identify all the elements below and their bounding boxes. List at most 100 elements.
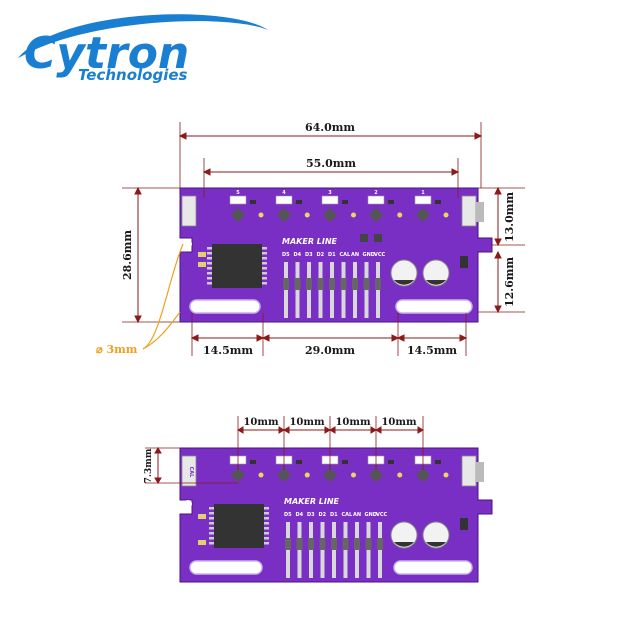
mount-slot-right xyxy=(395,299,473,314)
ic-pin xyxy=(262,252,267,255)
dim-slot-middle: 29.0mm xyxy=(305,344,355,357)
header-pin-base xyxy=(329,278,335,290)
smd-resistor xyxy=(342,200,348,204)
smd-resistor xyxy=(388,460,394,464)
header-pin-base xyxy=(283,278,289,290)
header-pin-base xyxy=(363,278,370,290)
ic-pin xyxy=(207,277,212,280)
smd-resistor xyxy=(435,460,441,464)
hole-callout xyxy=(142,243,184,350)
via-pad xyxy=(397,472,403,478)
ic-pin xyxy=(264,537,269,540)
capacitor-right xyxy=(422,521,450,549)
ir-sensor xyxy=(275,195,293,205)
sensor-led xyxy=(368,207,384,223)
ic-pins xyxy=(207,247,267,285)
sensor-led xyxy=(230,467,246,483)
connector-left xyxy=(181,195,197,227)
header-label: D3 xyxy=(307,512,315,518)
header-label: AN xyxy=(353,512,361,518)
pcb-outline xyxy=(179,187,493,323)
ic-pin xyxy=(262,282,267,285)
capacitor-right-stripe xyxy=(426,542,446,547)
ic-chip xyxy=(214,504,264,548)
ic-pin xyxy=(207,257,212,260)
sensor-number: 5 xyxy=(236,190,240,196)
sensor-number: 3 xyxy=(328,190,332,196)
smd-resistor xyxy=(388,200,394,204)
header-label: D2 xyxy=(319,512,327,518)
via-pad xyxy=(258,472,264,478)
ic-pin xyxy=(264,522,269,525)
header-pin-base xyxy=(340,278,347,290)
smd-part xyxy=(198,262,206,267)
connector-tab xyxy=(476,462,484,482)
sensor-led xyxy=(322,467,338,483)
header-pin-base xyxy=(377,538,383,550)
ic-pin xyxy=(209,522,214,525)
smd-resistor xyxy=(435,200,441,204)
sensor-led xyxy=(276,207,292,223)
ic-pin xyxy=(264,542,269,545)
header-label: AN xyxy=(351,252,359,258)
header-label: GND xyxy=(365,512,377,518)
header-pin-base xyxy=(354,538,360,550)
ic-pin xyxy=(264,527,269,530)
dim-height-lower: 12.6mm xyxy=(503,257,516,307)
capacitor-right-stripe xyxy=(426,280,446,285)
via-pad xyxy=(397,212,403,218)
ic-pin xyxy=(262,267,267,270)
dim-pitch-3: 10mm xyxy=(335,417,370,428)
via-pad xyxy=(304,472,310,478)
smd-resistor xyxy=(250,200,256,204)
header-label: CAL xyxy=(342,512,354,518)
ic-pin xyxy=(207,282,212,285)
ir-sensor xyxy=(321,195,339,205)
mount-slot-right xyxy=(393,560,473,575)
ic-pin xyxy=(209,537,214,540)
mount-hole xyxy=(184,240,192,248)
ic-pins xyxy=(209,507,269,545)
header-pin-base xyxy=(331,538,337,550)
board-title: MAKER LINE xyxy=(282,237,338,246)
header-label: D3 xyxy=(305,252,313,258)
smd-part xyxy=(198,514,206,519)
dim-height-total: 28.6mm xyxy=(121,230,134,280)
connector-right xyxy=(461,455,477,487)
header-label: VCC xyxy=(374,252,386,258)
board-title: MAKER LINE xyxy=(284,497,340,506)
via-pad xyxy=(443,472,449,478)
via-pad xyxy=(304,212,310,218)
ic-pin xyxy=(264,512,269,515)
via-pad xyxy=(443,212,449,218)
ic-pin xyxy=(209,532,214,535)
brand-tagline: Technologies xyxy=(78,66,188,84)
smd-resistor xyxy=(250,460,256,464)
header-pin-base xyxy=(306,278,312,290)
ic-pin xyxy=(262,257,267,260)
dim-slot-left: 14.5mm xyxy=(203,344,253,357)
header-pin-base xyxy=(294,278,301,290)
brand-name: Cytron xyxy=(24,28,189,79)
mount-slot-left xyxy=(189,299,261,314)
ir-sensor xyxy=(414,195,432,205)
capacitor-left-stripe xyxy=(394,542,414,547)
smd-part xyxy=(198,252,206,257)
connector-right xyxy=(461,195,477,227)
header-pin-base xyxy=(319,538,326,550)
header-label: GND xyxy=(363,252,375,258)
dim-pitch-4: 10mm xyxy=(381,417,416,428)
header-label: D1 xyxy=(328,252,336,258)
ic-pin xyxy=(262,277,267,280)
pcb-outline xyxy=(179,447,493,583)
dim-sensor-offset: 7.3mm xyxy=(144,448,154,483)
sensor-led xyxy=(368,467,384,483)
smd-resistor xyxy=(342,460,348,464)
via-pad xyxy=(351,212,356,218)
ic-pin xyxy=(264,517,269,520)
dimension-lines-bottom xyxy=(145,416,424,484)
